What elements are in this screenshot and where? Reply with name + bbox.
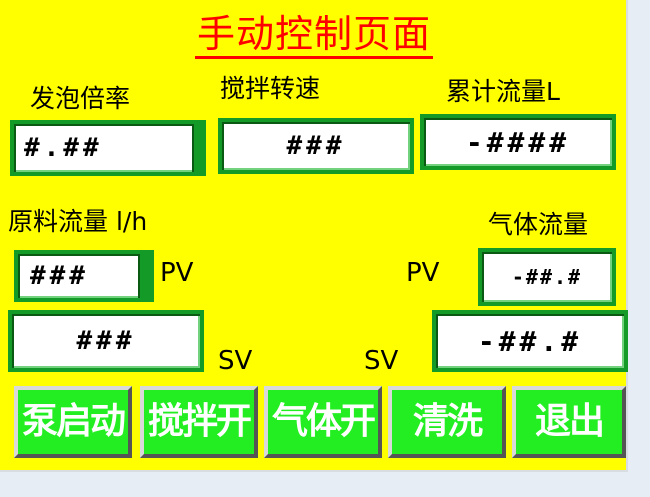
gas-flow-sv-field[interactable]: -##.# [432, 310, 628, 372]
page-title: 手动控制页面 [0, 12, 628, 59]
raw-flow-pv-label: PV [160, 258, 194, 288]
gas-flow-pv-field[interactable]: -##.# [478, 248, 616, 306]
raw-flow-label: 原料流量 l/h [8, 207, 148, 236]
raw-flow-pv-field-tab [138, 254, 152, 298]
raw-flow-pv-field[interactable]: ### [14, 250, 154, 302]
control-panel: 手动控制页面 发泡倍率 搅拌转速 累计流量L #.## ### -#### 原料… [0, 0, 628, 472]
gas-on-button[interactable]: 气体开 [264, 386, 382, 458]
gas-flow-sv-label: SV [364, 346, 399, 376]
clean-button[interactable]: 清洗 [388, 386, 506, 458]
gas-flow-pv-label: PV [406, 258, 440, 288]
window-edge-bottom [0, 472, 650, 497]
stir-on-button[interactable]: 搅拌开 [140, 386, 258, 458]
foam-ratio-field[interactable]: #.## [10, 120, 206, 176]
exit-button[interactable]: 退出 [512, 386, 626, 458]
page-title-text: 手动控制页面 [194, 12, 433, 59]
pump-start-button[interactable]: 泵启动 [14, 386, 132, 458]
foam-ratio-label: 发泡倍率 [30, 84, 131, 113]
raw-flow-sv-field[interactable]: ### [8, 310, 204, 372]
raw-flow-sv-label: SV [218, 346, 253, 376]
window-edge-right [628, 0, 650, 497]
total-flow-label: 累计流量L [446, 77, 560, 106]
foam-ratio-field-tab [192, 124, 204, 172]
total-flow-field[interactable]: -#### [420, 114, 616, 170]
stir-speed-label: 搅拌转速 [220, 74, 321, 103]
stir-speed-field[interactable]: ### [218, 118, 414, 174]
gas-flow-label: 气体流量 [488, 210, 589, 239]
